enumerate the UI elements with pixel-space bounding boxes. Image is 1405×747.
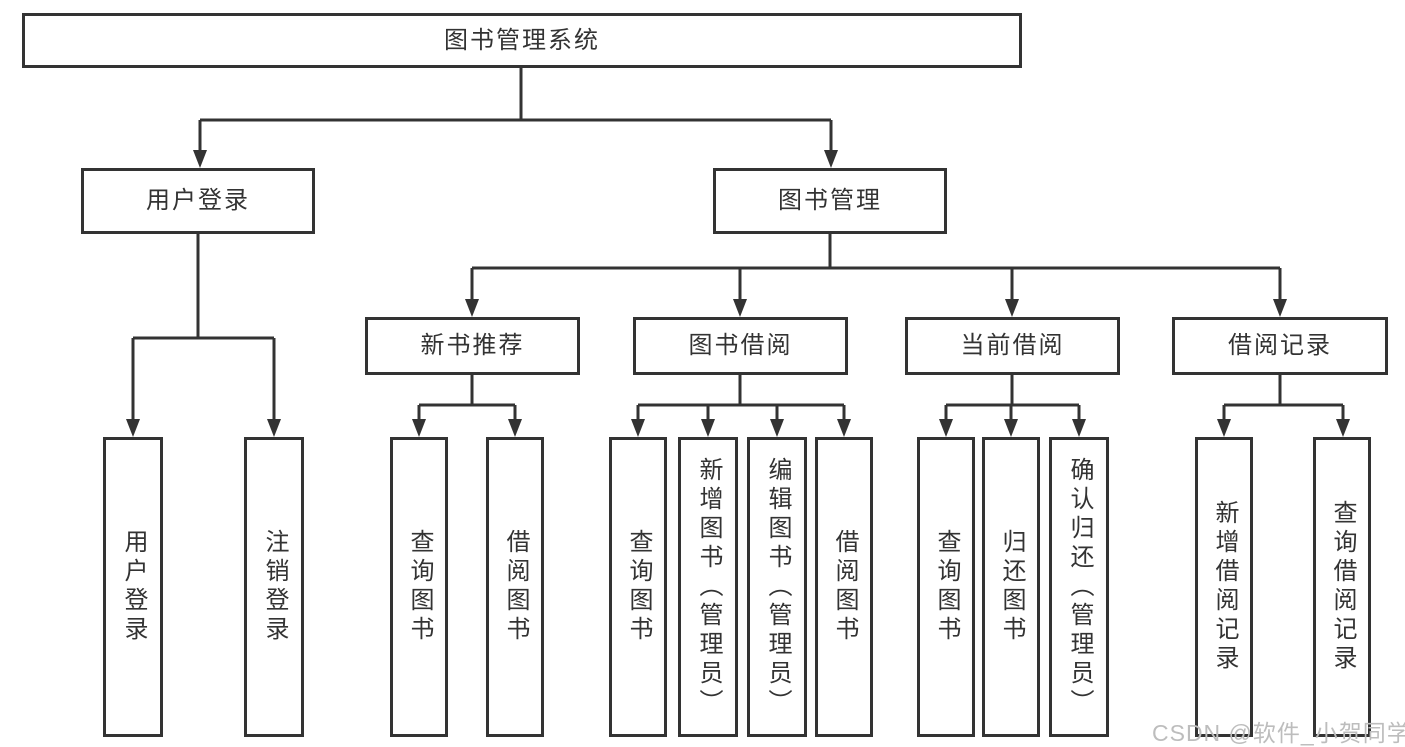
leaf-add-books-admin: 新增图书（管理员） (678, 437, 738, 737)
node-borrowing-records: 借阅记录 (1172, 317, 1388, 375)
leaf-edit-books-admin: 编辑图书（管理员） (747, 437, 807, 737)
leaf-logout: 注销登录 (244, 437, 304, 737)
leaf-query-books-current: 查询图书 (917, 437, 975, 737)
node-current-borrowing: 当前借阅 (905, 317, 1120, 375)
leaf-return-books: 归还图书 (982, 437, 1040, 737)
leaf-user-login: 用户登录 (103, 437, 163, 737)
leaf-query-books-newbooks: 查询图书 (390, 437, 448, 737)
leaf-borrow-books-borrowing: 借阅图书 (815, 437, 873, 737)
watermark-text: CSDN @软件_小贺同学 (1152, 720, 1405, 746)
node-library-management-system: 图书管理系统 (22, 13, 1022, 68)
node-book-management: 图书管理 (713, 168, 947, 234)
node-user-login: 用户登录 (81, 168, 315, 234)
node-book-borrowing: 图书借阅 (633, 317, 848, 375)
leaf-add-borrow-record: 新增借阅记录 (1195, 437, 1253, 737)
node-new-book-recommendation: 新书推荐 (365, 317, 580, 375)
leaf-borrow-books-newbooks: 借阅图书 (486, 437, 544, 737)
leaf-query-borrow-record: 查询借阅记录 (1313, 437, 1371, 737)
leaf-confirm-return-admin: 确认归还（管理员） (1049, 437, 1109, 737)
leaf-query-books-borrowing: 查询图书 (609, 437, 667, 737)
